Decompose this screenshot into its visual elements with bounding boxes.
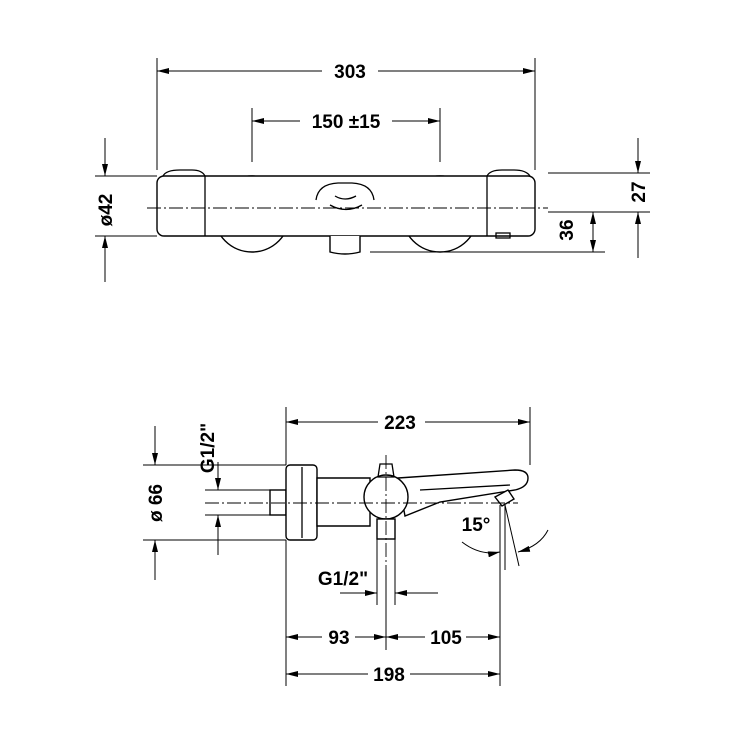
dimension-303: 303	[157, 62, 535, 83]
dimension-diameter-42: ø42	[95, 138, 157, 282]
dim-outlet-thread-label: G1/2"	[318, 569, 368, 590]
inlet-connector	[269, 489, 287, 516]
bath-spout	[397, 469, 529, 517]
thermostat-body	[156, 175, 536, 237]
angle-15-label: 15°	[462, 515, 491, 536]
dim-diameter-42-label: ø42	[96, 194, 117, 227]
side-view: 223 ø 66	[143, 407, 549, 686]
dimension-150: 150 ±15	[252, 112, 440, 133]
dimension-223: 223	[286, 413, 530, 434]
dimension-diameter-66: ø 66	[143, 426, 286, 580]
mixer-body-side	[316, 477, 371, 527]
dimension-198: 198	[286, 665, 500, 686]
dim-223-label: 223	[384, 413, 416, 434]
top-view: 303 150 ±15	[95, 58, 650, 282]
dim-inlet-thread-label: G1/2"	[198, 423, 219, 473]
dimension-inlet-thread: G1/2"	[198, 423, 270, 555]
dimension-93: 93	[286, 628, 386, 649]
dimension-36: 36	[370, 211, 605, 253]
dim-303-label: 303	[334, 62, 366, 83]
dim-198-label: 198	[373, 665, 405, 686]
dimension-105: 105	[386, 628, 500, 649]
dim-93-label: 93	[328, 628, 349, 649]
dimension-outlet-thread: G1/2"	[318, 539, 438, 605]
dim-150-label: 150 ±15	[312, 112, 381, 133]
angle-15: 15°	[462, 504, 549, 570]
dim-diameter-66-label: ø 66	[146, 484, 167, 522]
dim-27-label: 27	[629, 181, 650, 202]
dim-105-label: 105	[430, 628, 462, 649]
dim-36-label: 36	[557, 219, 578, 240]
dimension-27: 27	[548, 138, 650, 258]
